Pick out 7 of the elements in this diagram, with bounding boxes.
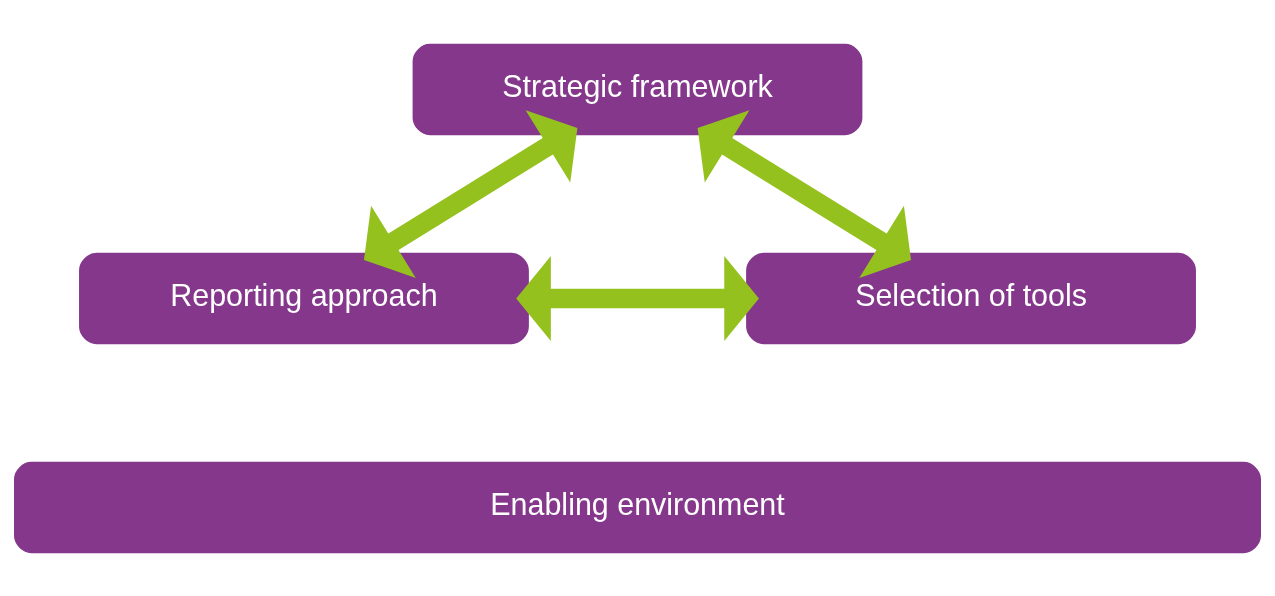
- node-box: Selection of tools: [746, 252, 1196, 344]
- arrow: [363, 109, 578, 278]
- node-box: Reporting approach: [79, 252, 529, 344]
- arrow: [516, 255, 759, 341]
- node-box: Strategic framework: [412, 43, 863, 135]
- node-box: Enabling environment: [14, 461, 1261, 553]
- arrow: [697, 109, 912, 278]
